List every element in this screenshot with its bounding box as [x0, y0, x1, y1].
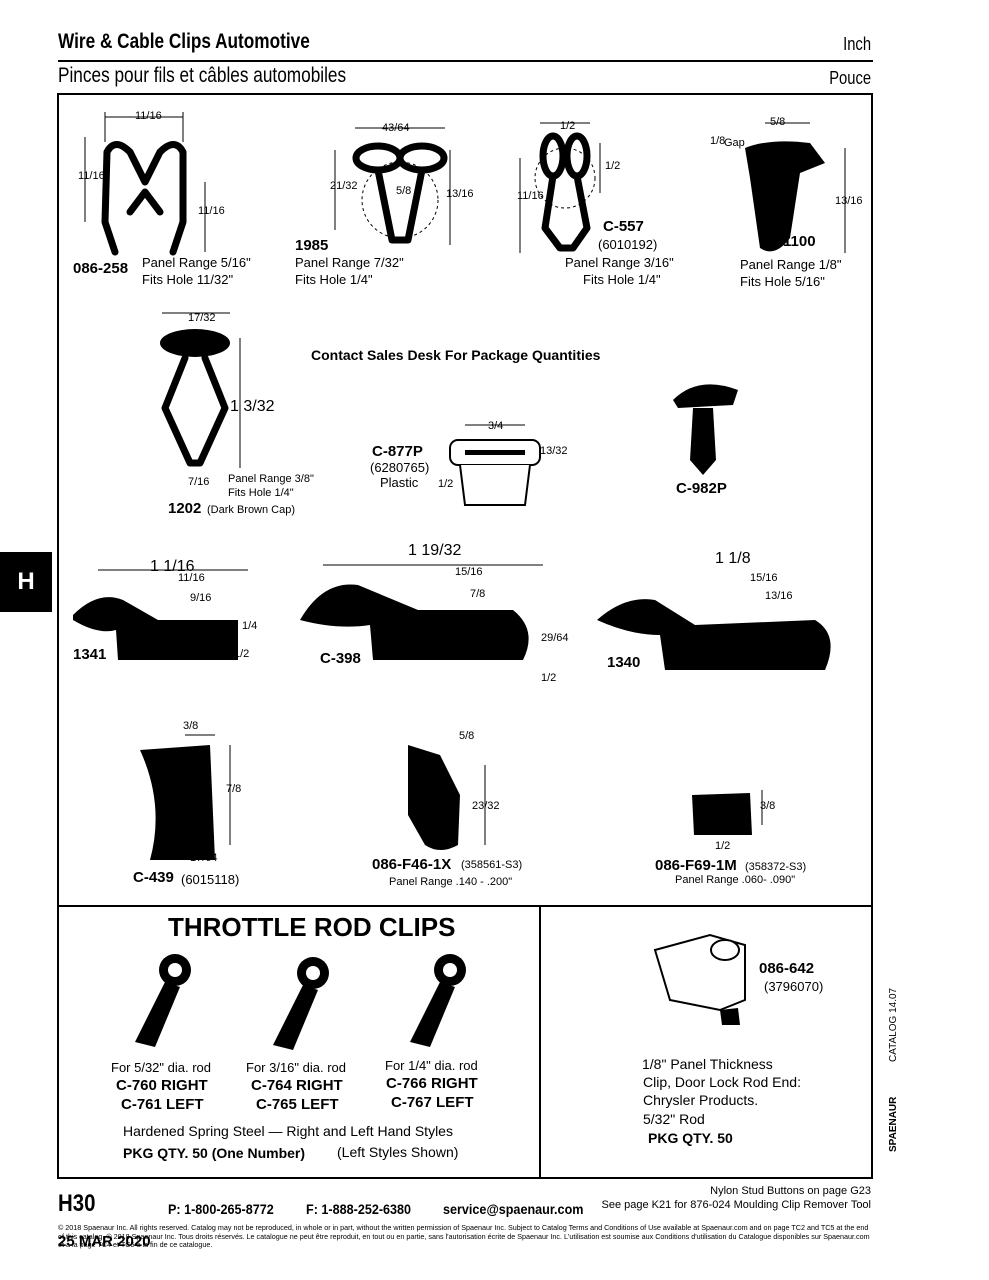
header-rule — [58, 60, 873, 62]
clip-c439-drawing — [140, 734, 231, 860]
clip-c982p-drawing — [673, 384, 738, 475]
phone-number[interactable]: P: 1-800-265-8772 — [168, 1201, 274, 1217]
clip-c557-drawing — [519, 122, 601, 253]
part-number: 086-258 — [73, 260, 129, 277]
clip-1100-drawing — [745, 122, 846, 253]
throttle-clip-1-drawing — [135, 954, 191, 1047]
clip-086-642-drawing — [653, 933, 746, 1025]
clip-086-258-drawing — [84, 112, 206, 256]
fax-number[interactable]: F: 1-888-252-6380 — [306, 1201, 412, 1217]
clip-1340-drawing — [597, 599, 831, 670]
clip-c877p-drawing — [449, 424, 541, 506]
unit-label: Inch — [843, 34, 871, 54]
part-number: C-765 LEFT — [256, 1096, 339, 1113]
section-tab[interactable]: H — [0, 552, 52, 612]
catalog-frame — [57, 93, 873, 1179]
brand-logo-text: SPAENAUR — [888, 1096, 899, 1152]
page-title-french: Pinces pour fils et câbles automobiles — [58, 64, 347, 87]
part-number: C-760 RIGHT — [116, 1077, 208, 1094]
part-number: C-766 RIGHT — [386, 1075, 478, 1092]
clip-c398-drawing — [300, 564, 543, 660]
throttle-clip-2-drawing — [273, 957, 329, 1050]
clip-086-f46-drawing — [408, 745, 486, 850]
footer-note-tool: See page K21 for 876-024 Moulding Clip R… — [601, 1199, 871, 1211]
part-number: C-767 LEFT — [391, 1094, 474, 1111]
contact-note: Contact Sales Desk For Package Quantitie… — [311, 347, 601, 363]
clip-1985-drawing — [334, 127, 451, 245]
email-link[interactable]: service@spaenaur.com — [443, 1201, 584, 1217]
unit-label-french: Pouce — [829, 68, 871, 88]
legal-notice: © 2018 Spaenaur Inc. All rights reserved… — [58, 1223, 870, 1250]
clip-086-f69-drawing — [692, 790, 763, 835]
page-title: Wire & Cable Clips Automotive — [58, 30, 310, 53]
section-divider — [57, 905, 873, 907]
clip-1341-drawing — [73, 569, 248, 660]
clip-1202-drawing — [160, 312, 241, 468]
footer-note-nylon: Nylon Stud Buttons on page G23 — [710, 1185, 871, 1197]
catalog-version: CATALOG 14.07 — [888, 987, 899, 1062]
throttle-title: THROTTLE ROD CLIPS — [168, 912, 456, 942]
part-number: C-761 LEFT — [121, 1096, 204, 1113]
page-number: H30 — [58, 1190, 96, 1217]
date-stamp: 25 MAR 2020 — [58, 1233, 151, 1250]
throttle-clip-3-drawing — [410, 954, 466, 1047]
section-divider-vertical — [539, 905, 541, 1179]
part-number: C-764 RIGHT — [251, 1077, 343, 1094]
